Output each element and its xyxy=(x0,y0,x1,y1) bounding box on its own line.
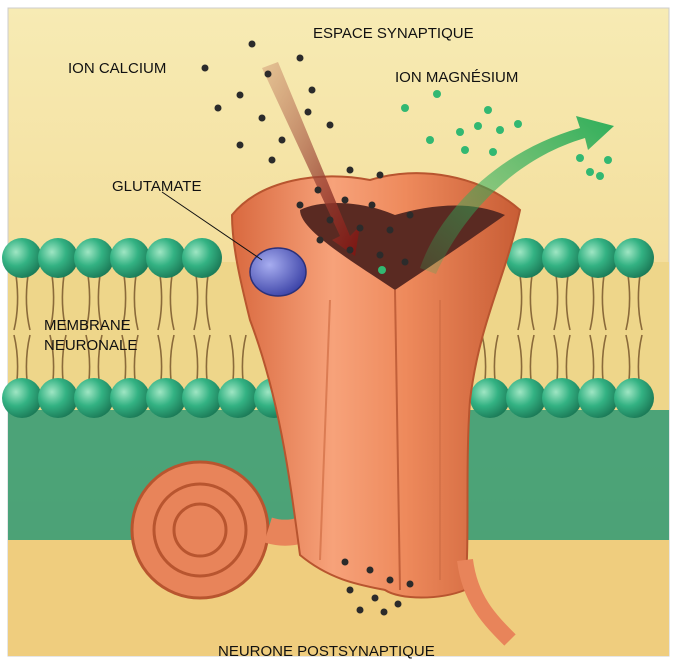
calcium-ion xyxy=(387,577,394,584)
lipid-head xyxy=(470,378,510,418)
calcium-ion xyxy=(259,115,266,122)
lipid-head xyxy=(218,378,258,418)
magnesium-ion xyxy=(596,172,604,180)
magnesium-ion xyxy=(496,126,504,134)
calcium-ion xyxy=(237,142,244,149)
lipid-head xyxy=(578,238,618,278)
calcium-ion xyxy=(215,105,222,112)
calcium-ion xyxy=(372,595,379,602)
lipid-head xyxy=(542,378,582,418)
calcium-ion xyxy=(357,225,364,232)
magnesium-ion xyxy=(514,120,522,128)
lipid-head xyxy=(38,378,78,418)
calcium-ion xyxy=(327,122,334,129)
calcium-ion xyxy=(347,167,354,174)
label-synaptic-space: ESPACE SYNAPTIQUE xyxy=(313,24,474,43)
magnesium-ion xyxy=(576,154,584,162)
lipid-head xyxy=(182,378,222,418)
calcium-ion xyxy=(369,202,376,209)
calcium-ion xyxy=(202,65,209,72)
lipid-head xyxy=(74,238,114,278)
label-membrane-line1: MEMBRANE xyxy=(44,316,131,335)
calcium-ion xyxy=(367,567,374,574)
lipid-head xyxy=(578,378,618,418)
calcium-ion xyxy=(315,187,322,194)
lipid-head xyxy=(38,238,78,278)
lipid-head xyxy=(182,238,222,278)
lipid-head xyxy=(110,238,150,278)
lipid-head xyxy=(542,238,582,278)
calcium-ion xyxy=(249,41,256,48)
lipid-head xyxy=(74,378,114,418)
magnesium-ion xyxy=(489,148,497,156)
calcium-ion xyxy=(327,217,334,224)
label-calcium-ion: ION CALCIUM xyxy=(68,59,166,78)
glutamate-molecule xyxy=(250,248,306,296)
label-magnesium-ion: ION MAGNÉSIUM xyxy=(395,68,518,87)
calcium-ion xyxy=(237,92,244,99)
magnesium-ion xyxy=(401,104,409,112)
magnesium-ion xyxy=(426,136,434,144)
lipid-head xyxy=(2,238,42,278)
calcium-ion xyxy=(297,55,304,62)
label-glutamate: GLUTAMATE xyxy=(112,177,201,196)
lipid-head xyxy=(110,378,150,418)
magnesium-ion xyxy=(456,128,464,136)
lipid-head xyxy=(614,238,654,278)
calcium-ion xyxy=(357,607,364,614)
calcium-ion xyxy=(402,259,409,266)
magnesium-ion xyxy=(474,122,482,130)
magnesium-ion xyxy=(484,106,492,114)
lipid-head xyxy=(146,238,186,278)
calcium-ion xyxy=(297,202,304,209)
calcium-ion xyxy=(342,559,349,566)
calcium-ion xyxy=(377,172,384,179)
lipid-head xyxy=(146,378,186,418)
magnesium-ion xyxy=(433,90,441,98)
calcium-ion xyxy=(265,71,272,78)
calcium-ion xyxy=(381,609,388,616)
magnesium-ion xyxy=(604,156,612,164)
calcium-ion xyxy=(269,157,276,164)
calcium-ion xyxy=(309,87,316,94)
magnesium-ion xyxy=(461,146,469,154)
calcium-ion xyxy=(305,109,312,116)
label-postsynaptic-neuron: NEURONE POSTSYNAPTIQUE xyxy=(218,642,435,661)
magnesium-ion xyxy=(378,266,386,274)
calcium-ion xyxy=(342,197,349,204)
lipid-head xyxy=(2,378,42,418)
calcium-ion xyxy=(377,252,384,259)
calcium-ion xyxy=(395,601,402,608)
calcium-ion xyxy=(279,137,286,144)
calcium-ion xyxy=(407,212,414,219)
magnesium-ion xyxy=(586,168,594,176)
calcium-ion xyxy=(317,237,324,244)
calcium-ion xyxy=(347,587,354,594)
calcium-ion xyxy=(387,227,394,234)
lipid-head xyxy=(614,378,654,418)
lipid-head xyxy=(506,378,546,418)
label-membrane-line2: NEURONALE xyxy=(44,336,137,355)
calcium-ion xyxy=(347,247,354,254)
calcium-ion xyxy=(407,581,414,588)
